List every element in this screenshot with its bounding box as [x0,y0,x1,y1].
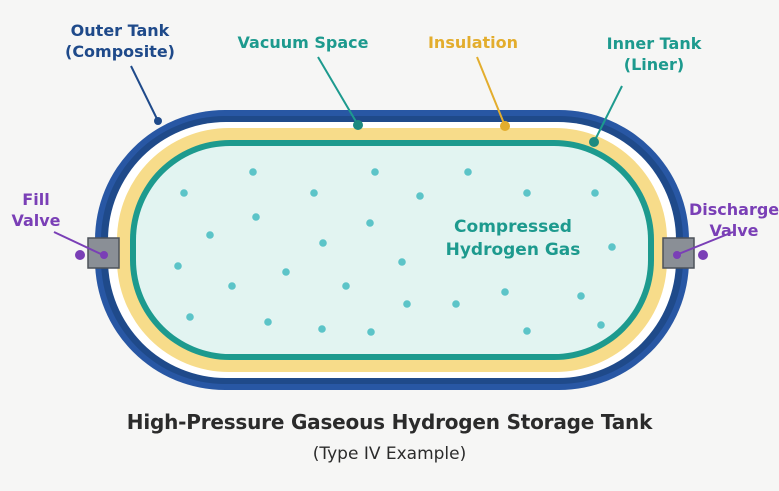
hydrogen-molecule-dot [228,282,236,290]
hydrogen-molecule-dot [310,189,318,197]
inner-tank-label-line1: Inner Tank [606,34,702,53]
hydrogen-molecule-dot [174,262,182,270]
inner-tank-label-line2: (Liner) [623,55,685,74]
outer-tank-label-line1: Outer Tank [70,21,170,40]
diagram-title: High-Pressure Gaseous Hydrogen Storage T… [126,410,653,434]
hydrogen-molecule-dot [416,192,424,200]
hydrogen-molecule-dot [180,189,188,197]
insulation-label: Insulation [418,32,528,53]
hydrogen-molecule-dot [319,239,327,247]
hydrogen-molecule-dot [464,168,472,176]
hydrogen-molecule-dot [523,327,531,335]
vacuum-leader [317,56,359,126]
hydrogen-molecules [174,168,616,336]
discharge-valve-leader-dot-outer [698,250,708,260]
fill-valve-label-line1: Fill [22,190,50,209]
hydrogen-molecule-dot [577,292,585,300]
hydrogen-molecule-dot [342,282,350,290]
hydrogen-molecule-dot [249,168,257,176]
diagram-subtitle: (Type IV Example) [312,444,467,464]
inner-tank-leader [593,85,623,143]
discharge-valve-leader-dot-inner [673,251,681,259]
inner-tank-leader-dot [589,137,599,147]
hydrogen-molecule-dot [398,258,406,266]
vacuum-space-label-text: Vacuum Space [237,33,369,52]
inner-tank-label: Inner Tank (Liner) [596,33,712,75]
discharge-valve-block [662,237,695,269]
hydrogen-molecule-dot [186,313,194,321]
vacuum-leader-dot [353,120,363,130]
discharge-valve-label-line1: Discharge [689,200,779,219]
insulation-leader [476,56,506,127]
hydrogen-molecule-dot [252,213,260,221]
hydrogen-molecule-dot [597,321,605,329]
fill-valve-leader-dot-inner [100,251,108,259]
fill-valve-label-line2: Valve [11,211,61,230]
discharge-valve-label-line2: Valve [709,221,759,240]
vacuum-space-label: Vacuum Space [228,32,378,53]
fill-valve-label: Fill Valve [10,189,62,231]
outer-tank-leader [130,65,159,122]
hydrogen-molecule-dot [282,268,290,276]
hydrogen-molecule-dot [452,300,460,308]
hydrogen-molecule-dot [206,231,214,239]
discharge-valve-label: Discharge Valve [689,199,779,241]
hydrogen-molecule-dot [366,219,374,227]
gas-label-line2: Hydrogen Gas [445,240,581,260]
fill-valve-leader-dot-outer [75,250,85,260]
outer-tank-label-line2: (Composite) [65,42,175,61]
hydrogen-molecule-dot [608,243,616,251]
discharge-valve-leader [675,231,734,256]
outer-tank-label: Outer Tank (Composite) [57,20,183,62]
insulation-leader-dot [500,121,510,131]
outer-tank-leader-dot [154,117,162,125]
hydrogen-molecule-dot [318,325,326,333]
hydrogen-molecule-dot [367,328,375,336]
hydrogen-molecule-dot [371,168,379,176]
insulation-label-text: Insulation [427,33,519,52]
gas-label-line1: Compressed [454,217,572,237]
hydrogen-molecule-dot [264,318,272,326]
hydrogen-molecule-dot [403,300,411,308]
hydrogen-molecule-dot [591,189,599,197]
fill-valve-leader [53,231,104,256]
hydrogen-molecule-dot [501,288,509,296]
hydrogen-molecule-dot [523,189,531,197]
gas-region [136,146,648,354]
gas-label: Compressed Hydrogen Gas [432,216,594,262]
